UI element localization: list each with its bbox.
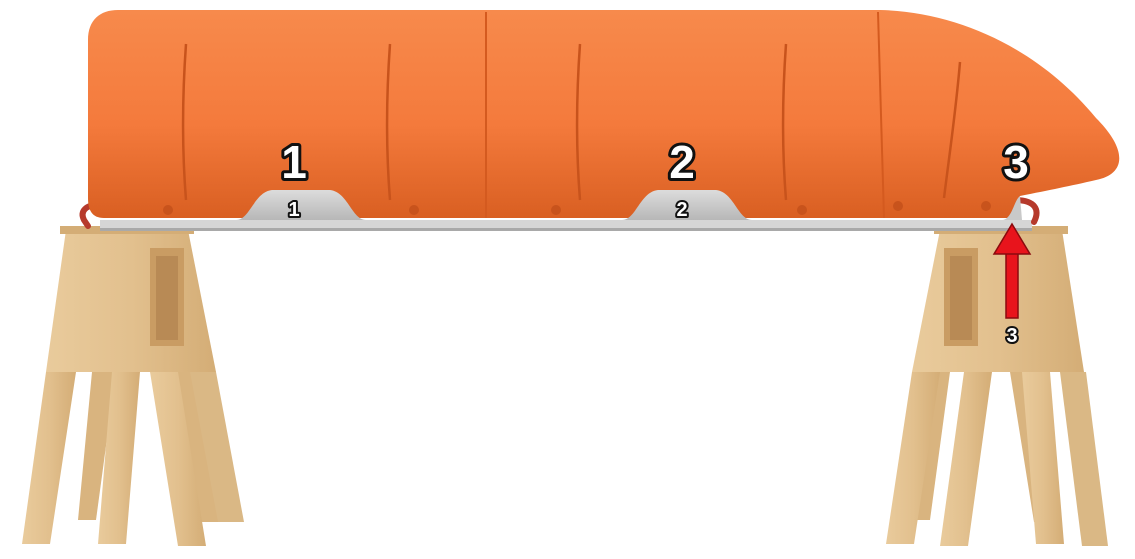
- left-sawhorse-top-block: [46, 230, 216, 372]
- pod-groove: [942, 61, 962, 199]
- pod-body: [88, 10, 1120, 218]
- pod-groove: [781, 43, 788, 201]
- up-arrow-head: [992, 222, 1032, 255]
- left-sawhorse-rear-leg-a: [78, 372, 116, 520]
- pod-groove: [575, 43, 582, 201]
- callout-1-big: 1: [281, 136, 307, 188]
- pod-seam-2: [877, 11, 885, 219]
- callout-2-big: 2: [669, 136, 695, 188]
- left-sawhorse-front-leg-a: [22, 372, 76, 544]
- slider-pad-2: [622, 190, 752, 220]
- right-sawhorse: [886, 226, 1108, 546]
- callout-2-small: 2: [676, 199, 687, 221]
- slider-pad-1: [236, 190, 366, 220]
- pod-groove: [181, 43, 188, 201]
- left-sawhorse: [22, 226, 244, 546]
- left-sawhorse-front-leg-c: [150, 372, 206, 546]
- up-arrow-shaft: [1005, 249, 1019, 319]
- callout-3-small: 3: [1006, 325, 1017, 347]
- callout-3-big: 3: [1003, 136, 1029, 188]
- right-sawhorse-front-leg-c: [1022, 372, 1064, 544]
- right-sawhorse-window-inner: [950, 256, 972, 340]
- up-arrow-icon: [992, 222, 1032, 319]
- pod-bolt: [551, 205, 561, 215]
- base-rail-shadow: [100, 228, 1032, 231]
- base-rail: [100, 220, 1032, 230]
- left-sawhorse-front-leg-b: [98, 372, 140, 544]
- callout-1-small: 1: [288, 199, 299, 221]
- left-sawhorse-window-inner: [156, 256, 178, 340]
- pod-bolt: [163, 205, 173, 215]
- right-sawhorse-front-leg-a: [886, 372, 940, 544]
- right-sawhorse-front-leg-b: [940, 372, 992, 546]
- right-sawhorse-front-leg-d: [1060, 372, 1108, 546]
- pod-bolt: [893, 201, 903, 211]
- left-sawhorse-rear-leg-b: [176, 372, 222, 522]
- pod-bolt: [981, 201, 991, 211]
- slider-pad-3: [1002, 196, 1022, 220]
- pod-groove: [385, 43, 392, 201]
- pod-bolt: [409, 205, 419, 215]
- pod-shell: [88, 10, 1120, 219]
- left-sawhorse-front-leg-d: [190, 372, 244, 522]
- pod-bolt: [797, 205, 807, 215]
